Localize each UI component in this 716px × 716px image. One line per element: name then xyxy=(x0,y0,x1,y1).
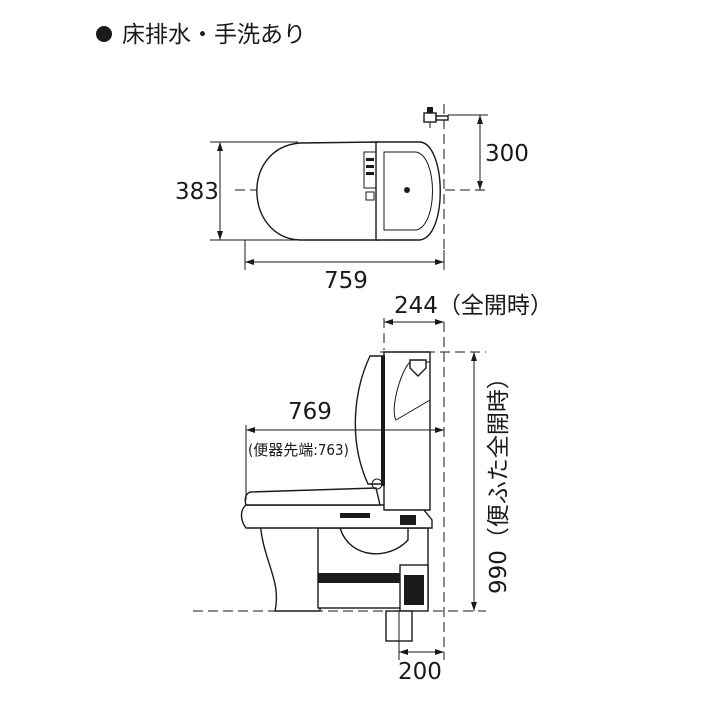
dim-arrow xyxy=(471,352,477,361)
top-bowl-outline xyxy=(256,141,379,241)
side-bowl-pedestal xyxy=(259,519,321,612)
dim-arrow xyxy=(477,181,483,190)
top-control-button xyxy=(366,158,374,161)
side-trap-curve xyxy=(339,527,409,555)
side-nozzle xyxy=(400,515,416,525)
dim-arrow xyxy=(217,231,223,240)
dim-arrow xyxy=(435,649,444,655)
side-tank xyxy=(383,351,431,511)
dim-arrow xyxy=(435,259,444,265)
side-open-lid xyxy=(354,355,385,485)
dim-769-label: 769 xyxy=(288,399,332,425)
side-lid-edge xyxy=(381,356,385,486)
dim-200-label: 200 xyxy=(398,659,442,685)
side-hinge xyxy=(371,478,383,490)
dim-300-label: 300 xyxy=(485,141,529,167)
top-supply-valve xyxy=(423,107,449,128)
dim-244-label: 244（全開時） xyxy=(394,293,553,319)
top-control-button xyxy=(366,165,374,168)
heading-title: 床排水・手洗あり xyxy=(122,22,306,48)
dim-990-label: 990（便ふた全開時） xyxy=(486,366,512,594)
side-trap-dark xyxy=(318,573,406,583)
dim-arrow xyxy=(245,259,254,265)
side-seat xyxy=(244,487,381,506)
dim-arrow xyxy=(217,142,223,151)
side-view: 244（全開時） 769 (便器先端:763) 990（便ふた全開時） 200 xyxy=(193,293,553,685)
dim-763-note: (便器先端:763) xyxy=(248,441,349,459)
side-control xyxy=(340,513,370,518)
top-control-panel xyxy=(363,151,377,189)
dim-arrow xyxy=(471,602,477,611)
dim-arrow xyxy=(246,427,255,433)
dim-383-label: 383 xyxy=(175,179,219,205)
top-control-button xyxy=(366,172,374,175)
dim-arrow xyxy=(435,427,444,433)
top-faucet xyxy=(404,187,410,193)
side-drain-socket-fill xyxy=(404,575,424,605)
dim-arrow xyxy=(384,319,393,325)
heading-bullet xyxy=(96,26,112,42)
top-view: 383 300 759 xyxy=(175,104,529,294)
dim-759-label: 759 xyxy=(324,268,368,294)
top-hinge xyxy=(365,191,375,201)
side-tank-bowl xyxy=(393,361,431,421)
dim-arrow xyxy=(435,319,444,325)
side-faucet xyxy=(409,359,427,377)
heading: 床排水・手洗あり xyxy=(96,22,306,48)
dim-arrow xyxy=(399,649,408,655)
dim-arrow xyxy=(477,115,483,124)
side-seat-base xyxy=(240,504,433,529)
top-tank-basin xyxy=(383,151,433,231)
